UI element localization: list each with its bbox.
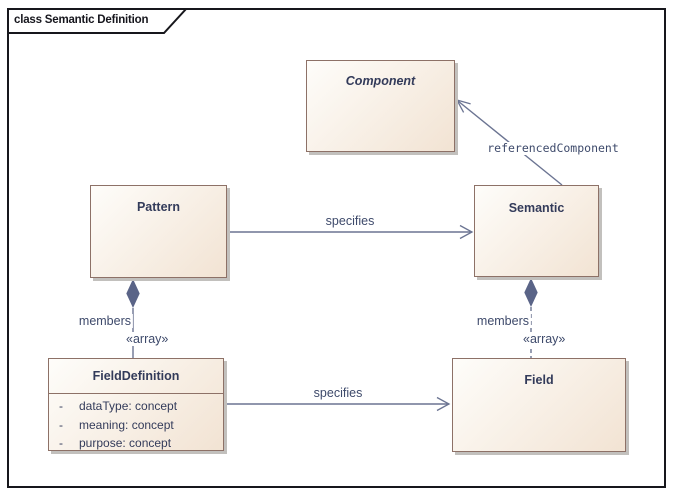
class-name: FieldDefinition bbox=[49, 359, 223, 394]
class-name: Semantic bbox=[508, 201, 565, 215]
class-name: Component bbox=[345, 74, 416, 88]
class-box-field[interactable]: Field bbox=[452, 358, 626, 452]
frame-tab bbox=[7, 8, 189, 34]
class-box-pattern[interactable]: Pattern bbox=[90, 185, 227, 278]
class-box-fielddefinition[interactable]: FieldDefinition - dataType: concept - me… bbox=[48, 358, 224, 451]
attribute-text: purpose: concept bbox=[79, 436, 172, 450]
attribute-row[interactable]: - dataType: concept bbox=[49, 397, 223, 416]
connector-role-members-semantic[interactable]: members bbox=[474, 314, 531, 329]
composition-diamond-icon bbox=[524, 278, 538, 307]
class-name: Pattern bbox=[136, 200, 181, 214]
diagram-frame bbox=[7, 8, 666, 488]
class-name: Field bbox=[524, 373, 554, 387]
attribute-visibility: - bbox=[59, 399, 63, 413]
open-arrowhead-icon bbox=[436, 396, 451, 412]
connector-role-members-pattern[interactable]: members bbox=[76, 314, 133, 329]
attribute-text: meaning: concept bbox=[79, 417, 174, 432]
connector-stereotype-array-semantic[interactable]: «array» bbox=[521, 332, 568, 347]
attribute-row[interactable]: - purpose: concept bbox=[49, 434, 223, 453]
connector-fielddefinition-specifies-field[interactable] bbox=[224, 396, 451, 412]
connector-label-specifies-fielddefinition-field[interactable]: specifies bbox=[311, 386, 365, 401]
connector-semantic-members-field[interactable] bbox=[524, 278, 538, 358]
frame-title: class Semantic Definition bbox=[14, 14, 149, 26]
attribute-row[interactable]: - meaning: concept bbox=[49, 416, 223, 435]
class-box-semantic[interactable]: Semantic bbox=[474, 185, 599, 277]
attribute-visibility: - bbox=[59, 417, 63, 432]
connector-label-referencedcomponent[interactable]: referencedComponent bbox=[485, 141, 621, 156]
attributes-compartment: - dataType: concept - meaning: concept -… bbox=[49, 394, 223, 453]
connector-label-specifies-pattern-semantic[interactable]: specifies bbox=[323, 214, 377, 229]
attribute-visibility: - bbox=[59, 436, 63, 450]
composition-diamond-icon bbox=[126, 279, 140, 308]
open-arrowhead-icon bbox=[459, 224, 474, 240]
connector-pattern-specifies-semantic[interactable] bbox=[227, 224, 474, 240]
attribute-text: dataType: concept bbox=[79, 399, 178, 413]
connector-stereotype-array-pattern[interactable]: «array» bbox=[124, 332, 171, 347]
open-arrowhead-icon bbox=[455, 98, 471, 113]
class-box-component[interactable]: Component bbox=[306, 60, 455, 152]
